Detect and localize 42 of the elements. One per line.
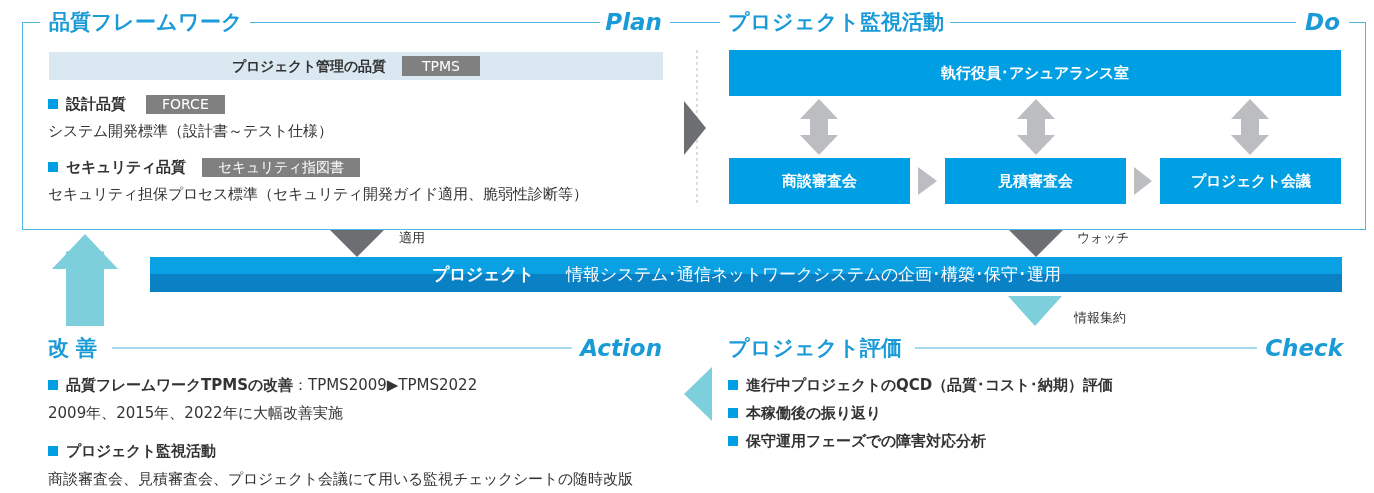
process-box: 商談審査会: [729, 158, 910, 204]
phase-label: Do: [1305, 8, 1340, 36]
item-text: 進行中プロジェクトのQCD（品質･コスト･納期）評価: [746, 375, 1114, 395]
arrow: [917, 167, 937, 195]
bar-text: 情報システム･通信ネットワークシステムの企画･構築･保守･運用: [565, 262, 1061, 286]
arrow: [800, 99, 838, 155]
item-text: プロジェクト監視活動: [66, 441, 216, 461]
item-text: 本稼働後の振り返り: [746, 403, 881, 423]
description-text: セキュリティ担保プロセス標準（セキュリティ開発ガイド適用、脆弱性診断等）: [48, 184, 588, 204]
section-heading: 改 善: [48, 335, 98, 362]
tag-badge: TPMS: [402, 56, 480, 76]
arrow: [330, 229, 384, 257]
project-bar: [150, 257, 1342, 292]
item-text: 保守運用フェーズでの障害対応分析: [746, 431, 986, 451]
item-text: セキュリティ品質: [66, 157, 186, 177]
bar-title: プロジェクト管理の品質: [232, 56, 386, 76]
phase-label: Action: [580, 334, 662, 362]
arrow: [1133, 167, 1152, 195]
arrow: [1017, 99, 1055, 155]
arrow: [52, 234, 118, 326]
item-text: 設計品質: [66, 94, 126, 114]
description-text: システム開発標準（設計書～テスト仕様）: [48, 121, 333, 141]
process-box: 執行役員･アシュアランス室: [729, 50, 1341, 96]
tag-badge: セキュリティ指図書: [202, 158, 360, 177]
item-text: 品質フレームワークTPMSの改善：TPMS2009▶TPMS2022: [66, 375, 478, 395]
arrow: [1008, 295, 1062, 326]
arrow: [684, 367, 713, 421]
section-heading: 品質フレームワーク: [49, 9, 243, 36]
phase-label: Check: [1265, 334, 1343, 362]
arrow: [683, 101, 706, 155]
description-text: 商談審査会、見積審査会、プロジェクト会議にて用いる監視チェックシートの随時改版: [48, 469, 633, 489]
section-heading: プロジェクト評価: [728, 335, 902, 362]
description-text: 2009年、2015年、2022年に大幅改善実施: [48, 403, 343, 423]
process-box: プロジェクト会議: [1160, 158, 1341, 204]
tag-badge: FORCE: [146, 95, 225, 114]
heading-bar: [49, 52, 663, 80]
bar-title: プロジェクト: [431, 262, 534, 286]
arrow: [1009, 229, 1063, 257]
phase-label: Plan: [605, 8, 662, 36]
process-box: 見積審査会: [945, 158, 1126, 204]
section-heading: プロジェクト監視活動: [728, 9, 944, 36]
arrow: [1231, 99, 1269, 155]
